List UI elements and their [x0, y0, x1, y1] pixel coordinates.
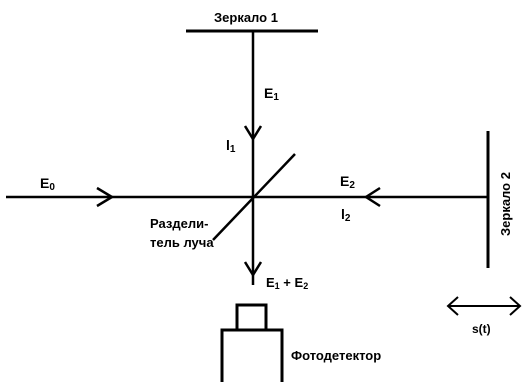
e0-label: E0 [40, 175, 55, 193]
l2-label: l2 [341, 206, 351, 224]
mirror-1-label: Зеркало 1 [214, 10, 278, 25]
sum-label: E1 + E2 [266, 275, 308, 291]
arrow-right [96, 186, 115, 208]
detector-body [220, 328, 284, 382]
splitter-label-line-1: Раздели- [150, 216, 208, 231]
splitter-label-line-2: тель луча [150, 235, 214, 250]
e2-label: E2 [340, 173, 355, 191]
displacement-label: s(t) [472, 322, 491, 336]
arrow-left [363, 186, 381, 208]
arrow-down-upper [243, 125, 263, 142]
displacement-arrowhead-right [509, 296, 522, 316]
beam-splitter [212, 153, 296, 241]
mirror-2-label: Зеркало 2 [498, 172, 513, 236]
l1-label: l1 [226, 137, 236, 155]
arrow-down-lower [243, 261, 263, 278]
detector-aperture [235, 303, 268, 332]
e1-label: E1 [264, 85, 279, 103]
displacement-arrowhead-left [446, 296, 459, 316]
detector-label: Фотодетектор [291, 348, 381, 363]
